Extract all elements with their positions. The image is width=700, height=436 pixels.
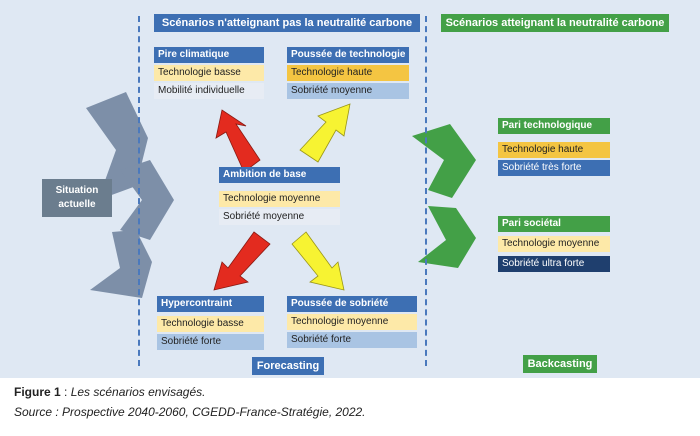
hypercontraint-sobriety: Sobriété forte	[157, 334, 264, 350]
poussee-sobriete-tech: Technologie moyenne	[287, 314, 417, 330]
ambition-base-title: Ambition de base	[219, 167, 340, 183]
poussee-sobriete-sobriety: Sobriété forte	[287, 332, 417, 348]
header-neutral: Scénarios atteignant la neutralité carbo…	[441, 14, 669, 32]
yellow-arrow-down-right	[291, 231, 345, 291]
pari-societal-tech: Technologie moyenne	[498, 236, 610, 252]
pari-societal-title: Pari sociétal	[498, 216, 610, 232]
separator-right	[425, 16, 427, 366]
chevron-green-top	[412, 124, 476, 198]
chevron-grey-mid	[120, 160, 174, 240]
hypercontraint-title: Hypercontraint	[157, 296, 264, 312]
figure-caption: Figure 1 : Les scénarios envisagés. Sour…	[14, 382, 366, 422]
poussee-technologie-tech: Technologie haute	[287, 65, 409, 81]
forecasting-label: Forecasting	[252, 357, 324, 375]
poussee-sobriete-title: Poussée de sobriété	[287, 296, 417, 312]
figure-text: Les scénarios envisagés.	[70, 385, 206, 399]
figure-label: Figure 1	[14, 385, 61, 399]
separator-left	[138, 16, 140, 366]
pari-societal-sobriety: Sobriété ultra forte	[498, 256, 610, 272]
poussee-technologie-sobriety: Sobriété moyenne	[287, 83, 409, 99]
arrows-layer	[86, 92, 476, 298]
ambition-base-sobriety: Sobriété moyenne	[219, 209, 340, 225]
pire-climatique-tech: Technologie basse	[154, 65, 264, 81]
pari-technologique-tech: Technologie haute	[498, 142, 610, 158]
red-arrow-down-left	[213, 231, 271, 291]
figure-source: Source : Prospective 2040-2060, CGEDD-Fr…	[14, 405, 366, 419]
situation-actuelle-box: Situation actuelle	[42, 179, 112, 217]
pire-climatique-title: Pire climatique	[154, 47, 264, 63]
poussee-technologie-title: Poussée de technologie	[287, 47, 409, 63]
pari-technologique-title: Pari technologique	[498, 118, 610, 134]
figure-separator: :	[60, 385, 71, 399]
backcasting-label: Backcasting	[523, 355, 597, 373]
pari-technologique-sobriety: Sobriété très forte	[498, 160, 610, 176]
pire-climatique-sobriety: Mobilité individuelle	[154, 83, 264, 99]
hypercontraint-tech: Technologie basse	[157, 316, 264, 332]
chevron-grey-bottom	[90, 230, 152, 298]
yellow-arrow-up-right	[299, 103, 351, 163]
ambition-base-tech: Technologie moyenne	[219, 191, 340, 207]
header-not-neutral: Scénarios n'atteignant pas la neutralité…	[154, 14, 420, 32]
red-arrow-up-left	[215, 109, 261, 173]
chevron-green-bottom	[418, 206, 476, 268]
